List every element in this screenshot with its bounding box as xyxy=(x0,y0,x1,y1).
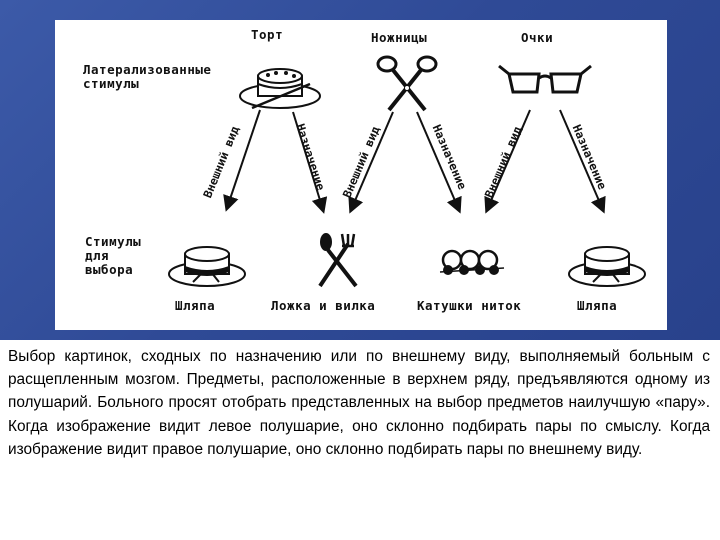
cake-hat-icon xyxy=(239,68,321,110)
figure-caption: Выбор картинок, сходных по назначению ил… xyxy=(8,348,710,458)
bottom-label-spoon-fork: Ложка и вилка xyxy=(271,298,376,313)
top-label-cake: Торт xyxy=(251,27,284,42)
top-label-glasses: Очки xyxy=(521,30,554,45)
bottom-label-hat-2: Шляпа xyxy=(577,298,618,313)
glasses-icon xyxy=(498,64,592,94)
lateralized-stimuli-label: Латерализованные стимулы xyxy=(83,62,212,91)
figure-drawing xyxy=(168,55,646,288)
top-label-scissors: Ножницы xyxy=(371,30,428,45)
scissors-icon xyxy=(376,55,438,112)
spoon-fork-icon xyxy=(318,233,358,288)
bottom-label-hat-1: Шляпа xyxy=(175,298,216,313)
figure-panel: Торт Ножницы Очки Латерализованные стиму… xyxy=(55,20,667,330)
hat-icon xyxy=(568,246,646,287)
hat-icon xyxy=(168,246,246,287)
bottom-label-spools: Катушки ниток xyxy=(417,298,522,313)
choice-stimuli-label: Стимулы для выбора xyxy=(85,234,142,277)
caption-panel xyxy=(0,340,720,540)
thread-spools-icon xyxy=(439,249,505,275)
